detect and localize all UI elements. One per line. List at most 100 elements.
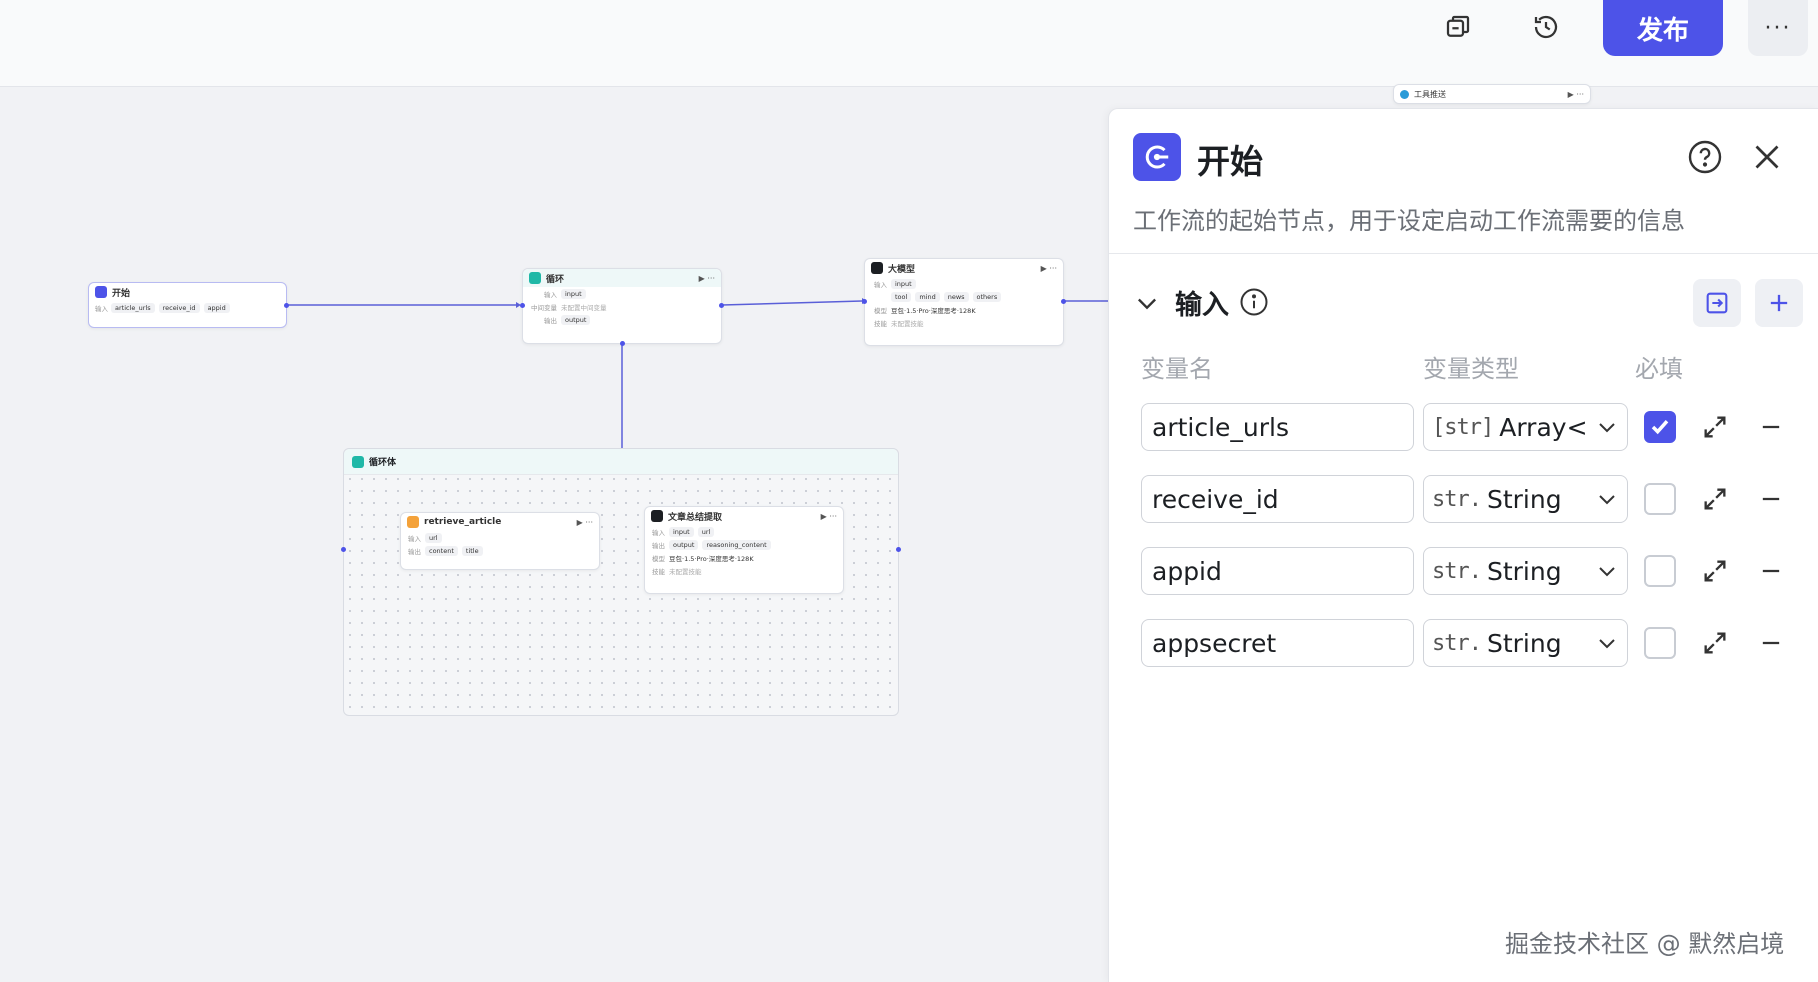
output-handle[interactable] xyxy=(719,303,724,308)
remove-icon[interactable] xyxy=(1757,557,1785,585)
var-chip: others xyxy=(972,291,1002,302)
var-chip: tool xyxy=(891,291,912,302)
column-header-name: 变量名 xyxy=(1141,355,1213,383)
output-handle[interactable] xyxy=(896,547,901,552)
llm-icon xyxy=(871,262,883,274)
input-section-title: 输入 xyxy=(1175,290,1229,321)
variable-type-select[interactable]: str. String xyxy=(1423,619,1628,667)
expand-icon[interactable] xyxy=(1701,485,1729,513)
info-icon[interactable] xyxy=(1239,287,1269,317)
variable-type-select[interactable]: str. String xyxy=(1423,547,1628,595)
input-handle[interactable] xyxy=(520,303,525,308)
start-node-title: 开始 xyxy=(112,288,131,299)
node-actions[interactable]: ▶ ··· xyxy=(820,511,837,521)
column-header-type: 变量类型 xyxy=(1423,355,1519,383)
array-string-icon: [str] xyxy=(1432,414,1494,440)
remove-icon[interactable] xyxy=(1757,413,1785,441)
required-checkbox[interactable] xyxy=(1644,483,1676,515)
var-chip: input xyxy=(669,526,694,537)
mid-var-value: 未配置中间变量 xyxy=(561,303,607,312)
start-node[interactable]: 开始 输入 article_urls receive_id appid xyxy=(88,282,289,328)
var-chip: input xyxy=(891,278,916,289)
help-icon[interactable] xyxy=(1687,139,1723,175)
variable-row: appid str. String xyxy=(1109,547,1818,597)
output-label: 输出 xyxy=(652,541,665,550)
chevron-down-icon xyxy=(1599,495,1615,505)
skill-value: 未配置技能 xyxy=(669,567,702,576)
node-actions[interactable]: ▶ ··· xyxy=(1040,263,1057,273)
variable-name-input[interactable]: article_urls xyxy=(1141,403,1414,451)
output-handle[interactable] xyxy=(1061,299,1066,304)
var-chip: reasoning_content xyxy=(702,539,771,550)
var-chip: input xyxy=(561,288,586,299)
model-value: 豆包·1.5·Pro·深度思考·128K xyxy=(669,554,754,563)
output-label: 输出 xyxy=(408,547,421,556)
add-variable-button[interactable] xyxy=(1755,279,1803,327)
variable-name-input[interactable]: appid xyxy=(1141,547,1414,595)
output-handle[interactable] xyxy=(284,303,289,308)
history-icon[interactable] xyxy=(1520,4,1572,50)
edge-loop-llm xyxy=(721,300,863,306)
arrow-head xyxy=(516,302,521,308)
loop-body-icon xyxy=(352,455,364,468)
plugin-icon xyxy=(407,516,419,528)
remove-icon[interactable] xyxy=(1757,485,1785,513)
close-icon[interactable] xyxy=(1749,139,1785,175)
top-toolbar: 发布 ··· xyxy=(0,0,1818,87)
variable-name-input[interactable]: appsecret xyxy=(1141,619,1414,667)
var-chip: output xyxy=(561,314,591,325)
variable-type-select[interactable]: [str] Array<S... xyxy=(1423,403,1628,451)
check-icon xyxy=(1651,420,1669,435)
model-label: 模型 xyxy=(652,554,665,563)
node-actions[interactable]: ▶ ··· xyxy=(1567,89,1584,99)
skill-label: 技能 xyxy=(652,567,665,576)
more-button[interactable]: ··· xyxy=(1748,0,1808,56)
input-handle[interactable] xyxy=(862,299,867,304)
llm-node-title: 大模型 xyxy=(888,264,916,275)
input-label: 输入 xyxy=(95,304,108,313)
remove-icon[interactable] xyxy=(1757,629,1785,657)
tool-push-node[interactable]: 工具推送 ▶ ··· xyxy=(1393,84,1591,104)
var-chip: appid xyxy=(203,302,230,313)
llm-icon xyxy=(651,510,663,522)
start-node-icon xyxy=(95,286,107,298)
var-chip: url xyxy=(425,532,442,543)
var-chip: content xyxy=(425,545,458,556)
expand-icon[interactable] xyxy=(1701,629,1729,657)
panel-title: 开始 xyxy=(1197,142,1263,181)
collapse-chevron-icon[interactable] xyxy=(1133,289,1161,317)
loop-body-title: 循环体 xyxy=(369,458,397,468)
required-checkbox[interactable] xyxy=(1644,627,1676,659)
watermark: 掘金技术社区 @ 默然启境 xyxy=(1505,930,1785,958)
loop-body-container[interactable]: 循环体 xyxy=(341,448,901,716)
variable-row: appsecret str. String xyxy=(1109,619,1818,669)
type-value: String xyxy=(1486,556,1562,586)
required-checkbox[interactable] xyxy=(1644,555,1676,587)
node-actions[interactable]: ▶ ··· xyxy=(698,273,715,283)
model-value: 豆包·1.5·Pro·深度思考·128K xyxy=(891,306,976,315)
required-checkbox[interactable] xyxy=(1644,411,1676,443)
loop-node-title: 循环 xyxy=(546,274,565,285)
import-button[interactable] xyxy=(1693,279,1741,327)
variable-type-select[interactable]: str. String xyxy=(1423,475,1628,523)
expand-icon[interactable] xyxy=(1701,413,1729,441)
loop-body-handle[interactable] xyxy=(620,341,625,346)
workflow-canvas[interactable]: 工具推送 ▶ ··· 开始 输入 article_urls receive_id… xyxy=(0,84,1591,982)
loop-icon xyxy=(529,272,541,284)
copy-icon[interactable] xyxy=(1432,4,1484,50)
publish-button[interactable]: 发布 xyxy=(1603,0,1723,56)
node-actions[interactable]: ▶ ··· xyxy=(576,517,593,527)
var-chip: title xyxy=(461,545,483,556)
expand-icon[interactable] xyxy=(1701,557,1729,585)
input-label: 输入 xyxy=(874,280,887,289)
model-label: 模型 xyxy=(874,306,887,315)
chevron-down-icon xyxy=(1599,639,1615,649)
skill-value: 未配置技能 xyxy=(891,319,924,328)
input-handle[interactable] xyxy=(341,547,346,552)
type-value: String xyxy=(1486,484,1562,514)
variable-name-input[interactable]: receive_id xyxy=(1141,475,1414,523)
